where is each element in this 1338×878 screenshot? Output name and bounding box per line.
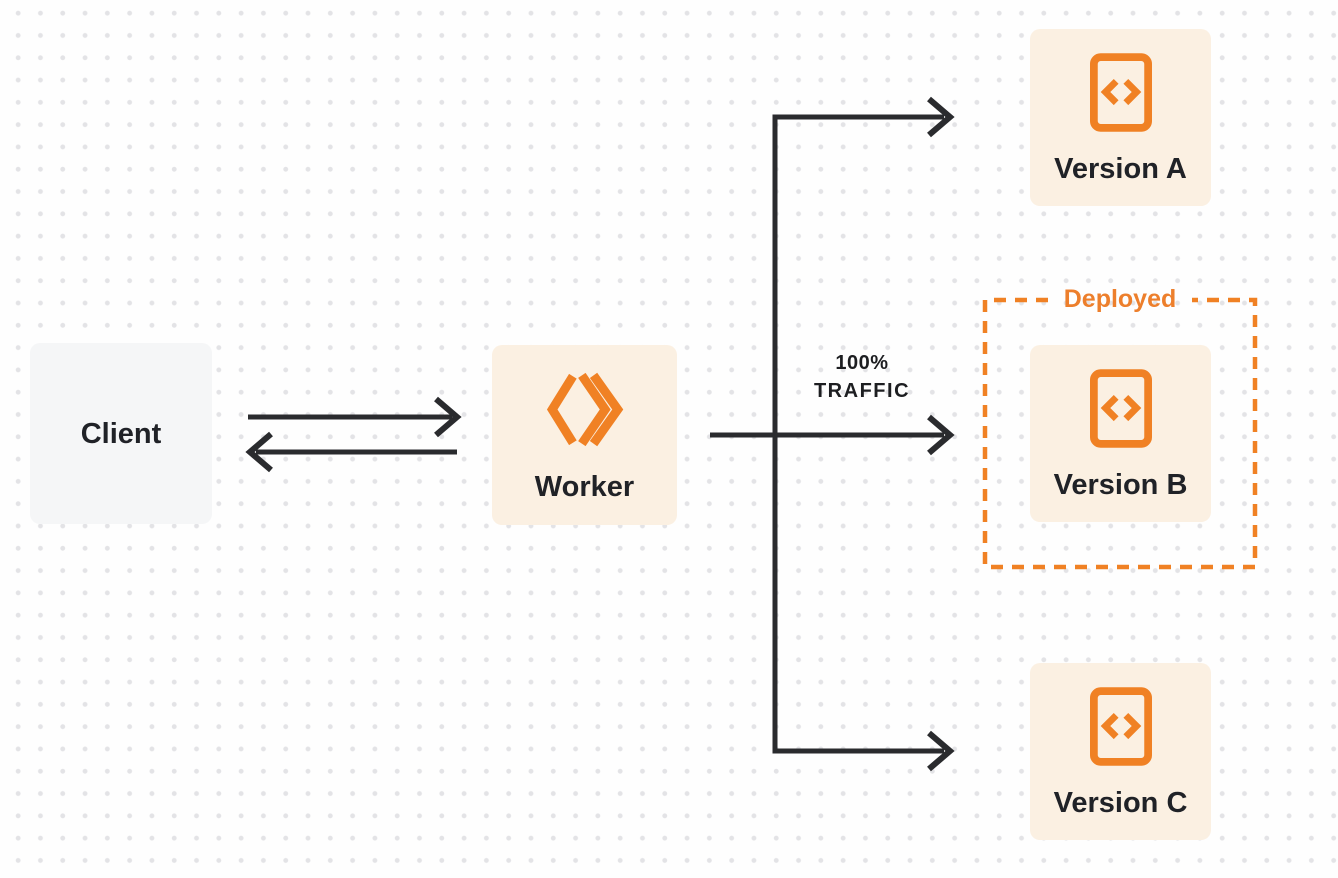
right-arrowhead-icon [434,396,462,438]
worker-node: Worker [492,345,677,525]
version-a-label: Version A [1054,153,1187,185]
worker-label: Worker [534,471,635,503]
right-arrowhead-icon [927,96,955,138]
code-file-icon [1089,53,1152,132]
version-b-label: Version B [1053,469,1188,501]
right-arrowhead-icon [927,414,955,456]
deployed-badge: Deployed [1063,285,1177,313]
workers-double-chevron-icon [546,372,623,447]
traffic-percent-text: 100% [835,352,889,374]
traffic-annotation: 100% TRAFFIC [787,350,937,406]
code-file-icon [1089,369,1152,448]
traffic-word-text: TRAFFIC [813,380,911,402]
version-a-node: Version A [1030,29,1211,206]
client-node: Client [30,343,212,524]
right-arrowhead-icon [927,730,955,772]
left-arrowhead-icon [245,431,273,473]
version-c-label: Version C [1053,787,1188,819]
code-file-icon [1089,687,1152,766]
version-c-node: Version C [1030,663,1211,840]
version-b-node: Version B [1030,345,1211,522]
client-label: Client [80,417,162,450]
